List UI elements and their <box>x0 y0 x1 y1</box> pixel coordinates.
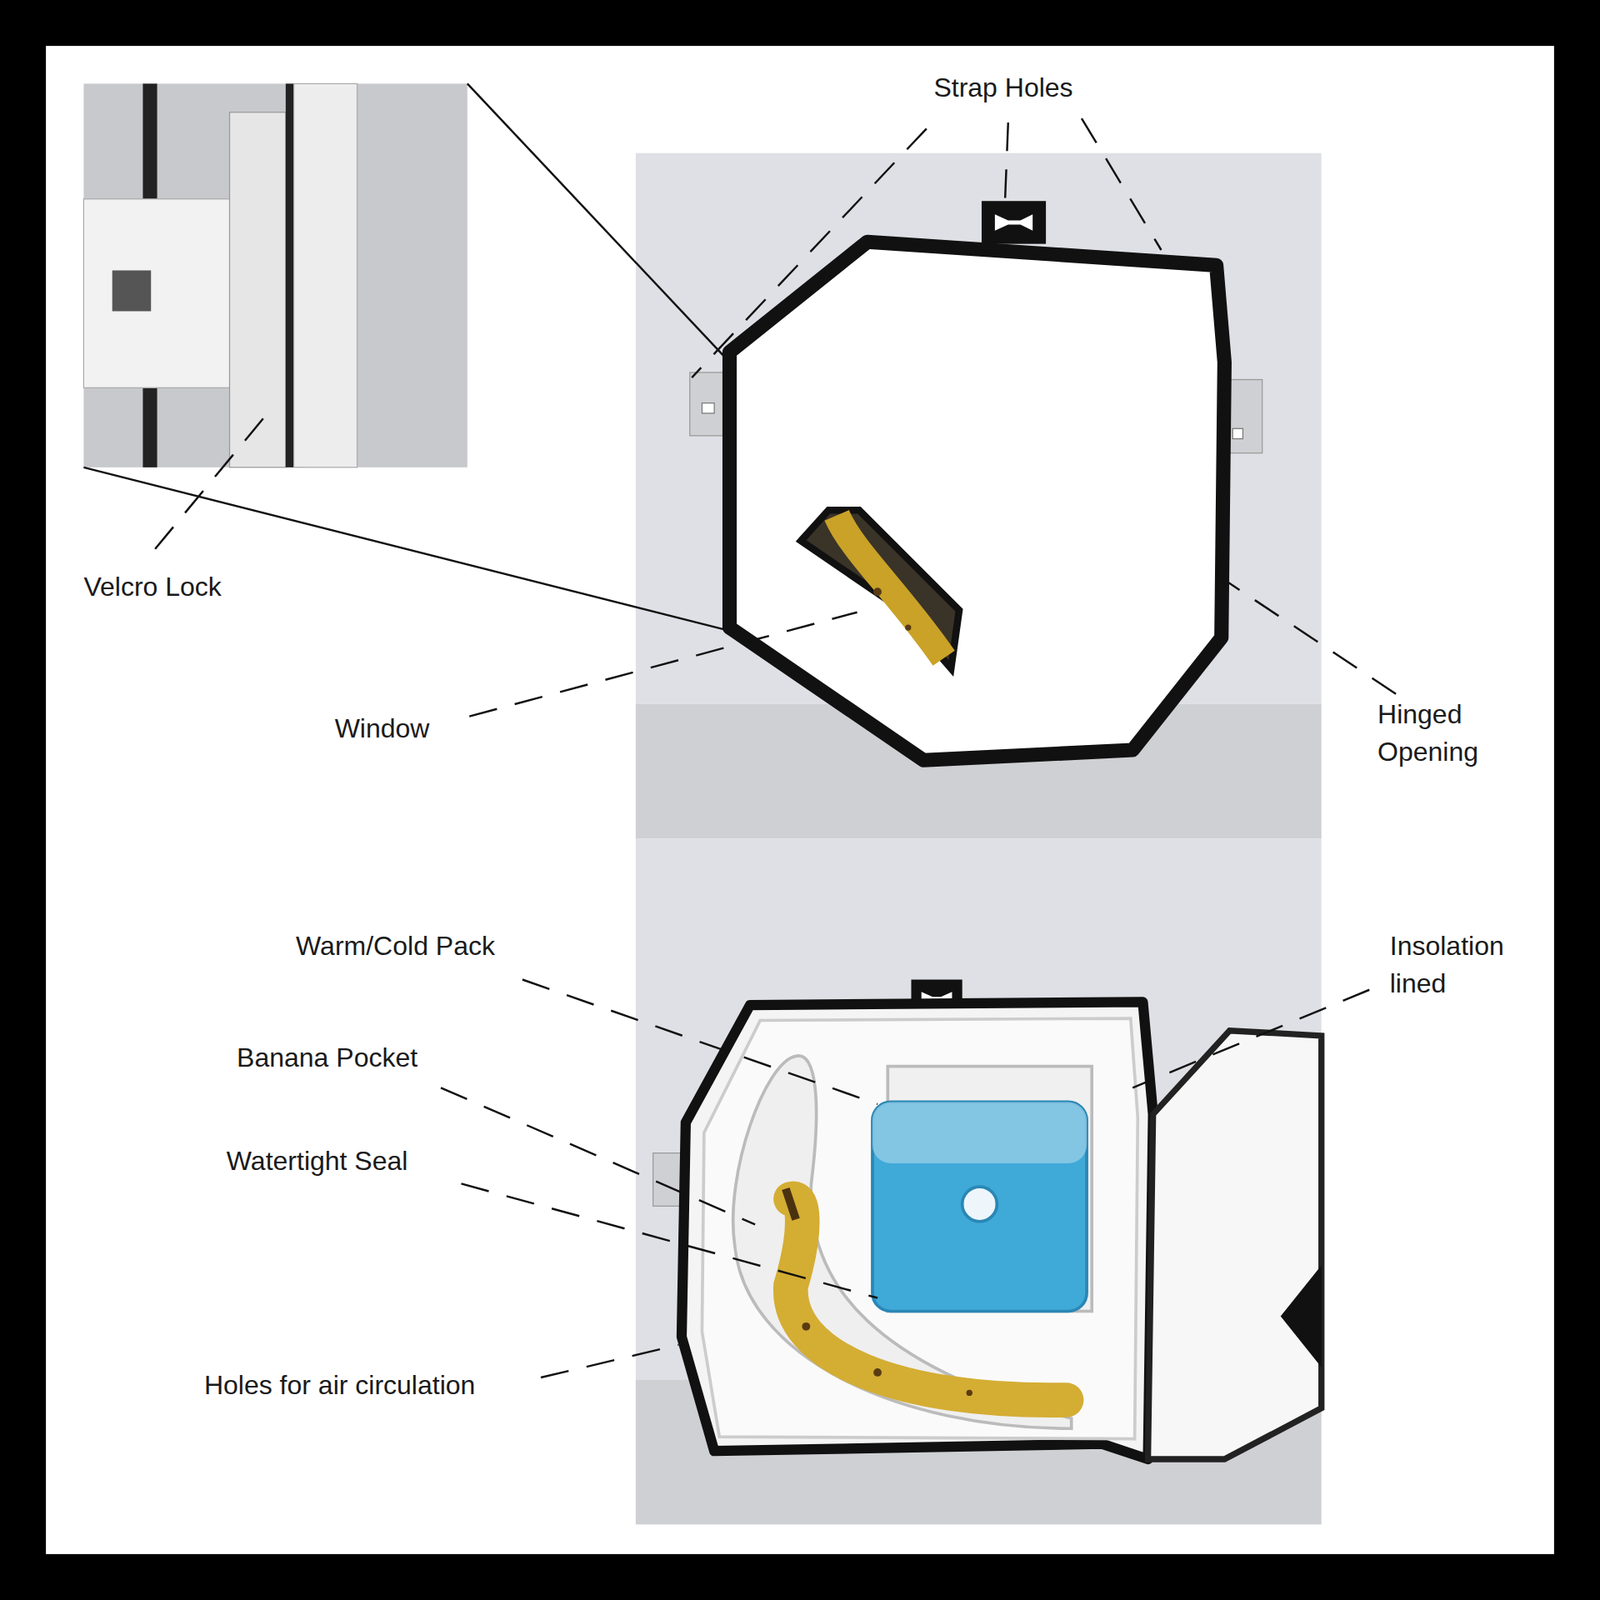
part-label: Insolation lined <box>1390 927 1533 1003</box>
part-label: Hinged Opening <box>1377 695 1520 771</box>
velcro-strip <box>230 112 286 468</box>
tab-hole <box>1232 428 1243 439</box>
part-label: Window <box>335 710 430 748</box>
part-label: Velcro Lock <box>83 568 221 606</box>
inset-photo <box>83 83 467 467</box>
hinged-lid <box>1148 1030 1322 1460</box>
part-label: Watertight Seal <box>226 1142 409 1180</box>
part-label: Warm/Cold Pack <box>295 927 495 965</box>
part-label: Holes for air circulation <box>204 1366 475 1405</box>
window <box>800 510 960 669</box>
inset-leader <box>467 83 731 364</box>
inset-leader <box>83 467 737 633</box>
white-ground <box>45 45 1555 1555</box>
lid-window <box>1280 1265 1322 1367</box>
strap-tab <box>981 200 1046 244</box>
banana <box>790 1198 1067 1400</box>
strap-hole <box>995 214 1033 231</box>
inset-tab <box>83 199 247 389</box>
box-outline <box>730 241 1225 760</box>
cold-pack <box>872 1101 1087 1311</box>
banana-in-window <box>836 515 945 658</box>
open-box <box>681 1001 1154 1460</box>
part-label: Banana Pocket <box>236 1039 418 1077</box>
leader-lines <box>155 118 1396 1378</box>
part-label: Strap Holes <box>933 69 1073 107</box>
insulation-lining <box>701 1018 1138 1439</box>
tab-hole <box>701 403 715 414</box>
velcro-strip <box>294 83 358 467</box>
